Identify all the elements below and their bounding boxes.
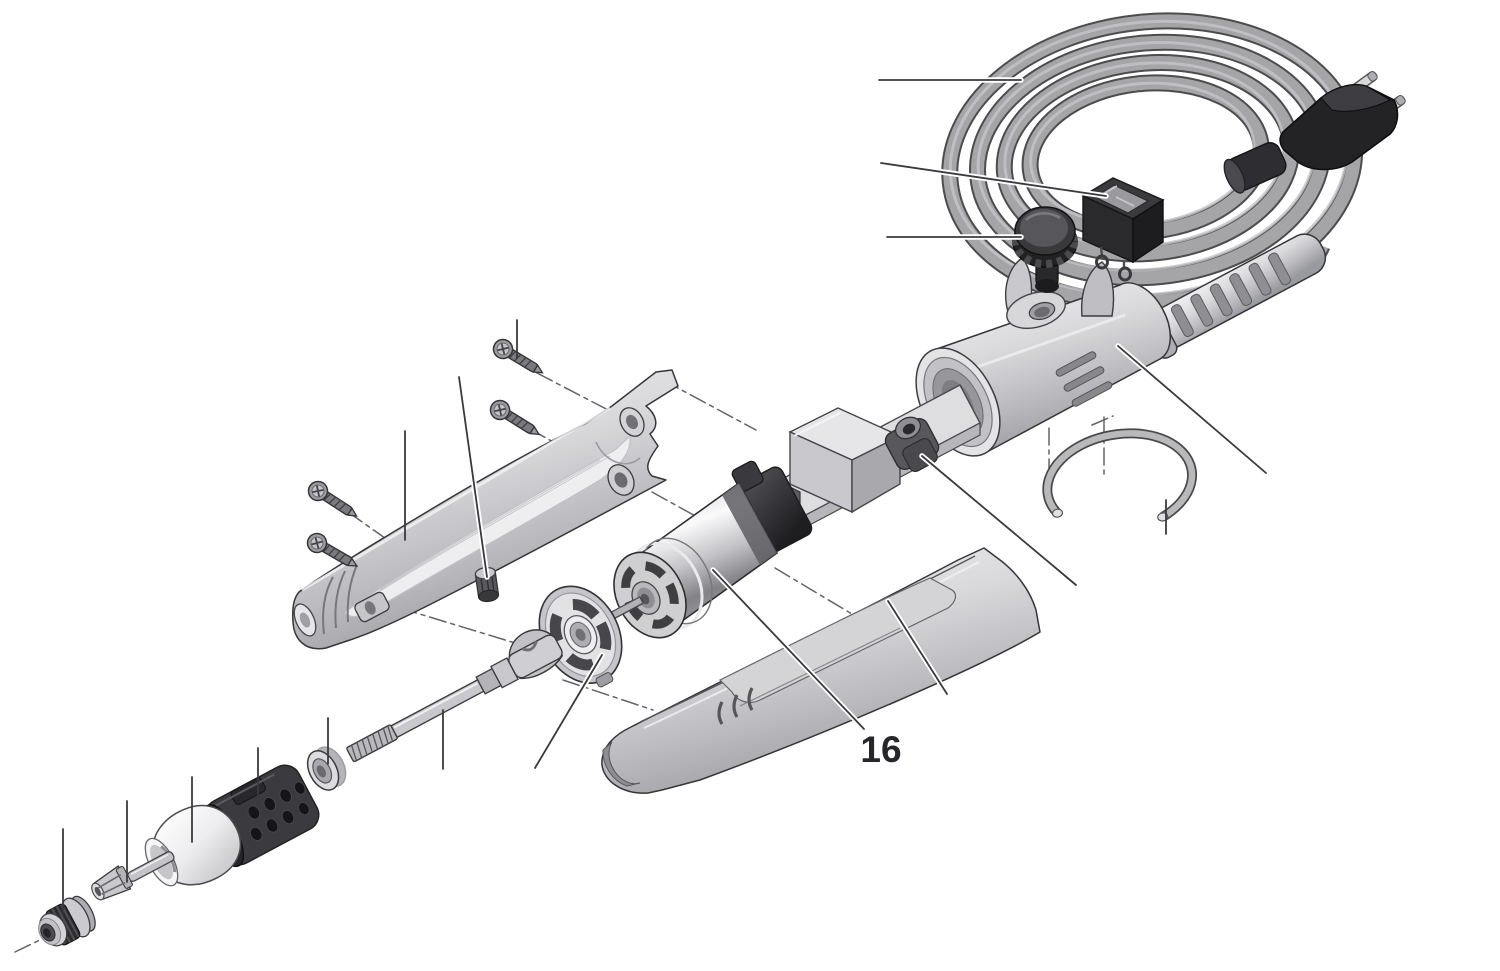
shell-nose	[293, 564, 358, 637]
leader-switch	[878, 160, 1109, 199]
spindle-lock-collar	[508, 629, 564, 679]
spindle-shaft	[346, 657, 519, 763]
power-plug	[1223, 71, 1406, 194]
collet-nut	[38, 895, 96, 947]
lower-housing-shell	[601, 547, 1041, 794]
spindle-shaft-assembly	[306, 585, 644, 791]
housing-screw	[303, 476, 363, 525]
housing-vents	[1055, 351, 1113, 407]
leader-rear-housing	[1115, 343, 1269, 476]
grip-ribs	[1170, 252, 1291, 338]
plug-boot	[1223, 141, 1287, 194]
lower-shell-nose-bore	[602, 741, 641, 787]
upper-shell-body	[292, 369, 679, 650]
collet-nut-bore	[40, 923, 56, 942]
switch-terminals	[1095, 246, 1132, 282]
cord-grip	[1139, 233, 1327, 359]
hanger-hole	[1034, 306, 1050, 318]
shell-clamp-lug	[354, 591, 390, 623]
on-off-switch	[1081, 177, 1165, 282]
leader-pivot-block	[919, 453, 1079, 588]
part-number-16: 16	[860, 729, 901, 770]
leader-lower-shell	[885, 598, 950, 697]
front-bearing	[306, 746, 347, 791]
housing-ear-right	[1081, 261, 1115, 317]
pivot-hole	[902, 423, 916, 435]
leader-lines	[62, 77, 1269, 913]
leader-motor	[710, 567, 867, 732]
collet	[91, 864, 133, 901]
shell-screw-boss	[607, 407, 645, 496]
hanger-clip	[1042, 428, 1198, 522]
upper-housing-shell	[292, 369, 679, 650]
speed-dial	[1012, 206, 1078, 293]
switch-body-side	[1132, 198, 1164, 264]
leader-bearing-flange	[532, 652, 605, 771]
cap-vent-holes	[247, 781, 310, 842]
retainer-nut	[474, 566, 500, 603]
leader-retainer-nut	[456, 374, 490, 580]
lower-shell-panel	[718, 577, 957, 704]
lower-shell-grip-grooves	[717, 687, 754, 725]
plug-facet	[1320, 84, 1392, 112]
housing-screw	[486, 396, 545, 444]
module-right	[851, 434, 901, 514]
